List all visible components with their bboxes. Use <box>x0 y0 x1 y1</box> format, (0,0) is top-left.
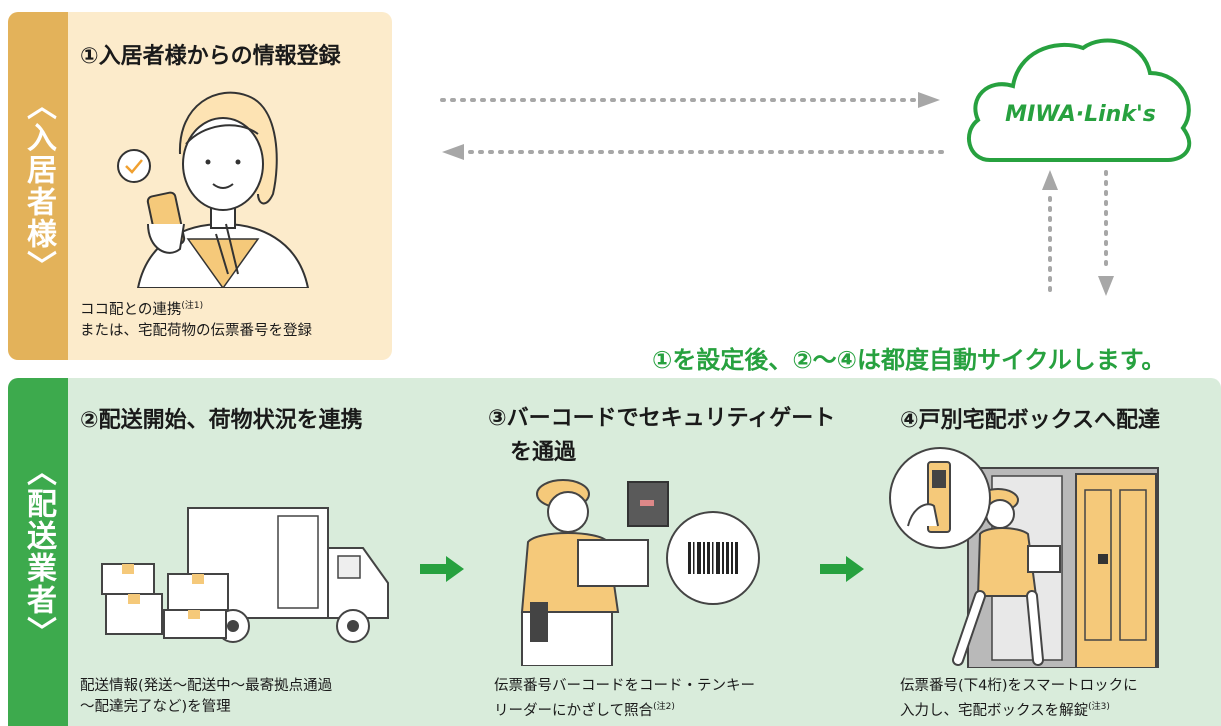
cloud-icon <box>967 38 1192 162</box>
resident-illustration <box>117 91 310 288</box>
step4-caption-line1: 伝票番号(下4桁)をスマートロックに <box>900 678 1138 694</box>
step2-caption-line1: 配送情報(発送〜配送中〜最寄拠点通過 <box>80 678 333 694</box>
step3-caption-note: (注2) <box>653 702 675 712</box>
resident-caption-line2: または、宅配荷物の伝票番号を登録 <box>80 322 312 339</box>
cloud-carrier-arrows <box>1042 170 1114 298</box>
resident-panel: ①入居者様からの情報登録 ココ配との連携(注1) または、宅配荷物の伝票番号を登… <box>68 12 392 360</box>
resident-side-label-bar: 〈入居者様〉 <box>8 12 68 360</box>
barcode-icon <box>688 542 738 574</box>
carrier-panel: ②配送開始、荷物状況を連携 配送情報(発送〜配送中〜最寄拠点通過 〜配達完了など… <box>68 378 1221 726</box>
step3-caption-line2: リーダーにかざして照合 <box>494 702 654 719</box>
step-arrow-2-3 <box>420 556 464 582</box>
carrier-side-label: 〈配送業者〉 <box>21 456 56 648</box>
step4-caption-note: (注3) <box>1088 702 1110 712</box>
arrow-to-resident-head <box>442 144 464 160</box>
step4-title: ④戸別宅配ボックスへ配達 <box>900 408 1160 433</box>
step4-caption-line2: 入力し、宅配ボックスを解錠 <box>900 702 1089 719</box>
resident-caption-line1: ココ配との連携 <box>80 301 182 318</box>
step4-caption: 伝票番号(下4桁)をスマートロックに 入力し、宅配ボックスを解錠(注3) <box>900 676 1138 722</box>
resident-caption: ココ配との連携(注1) または、宅配荷物の伝票番号を登録 <box>80 296 312 342</box>
delivery-box-illustration <box>889 447 1159 668</box>
step2-caption-line2: 〜配達完了など)を管理 <box>80 699 231 715</box>
arrow-up-head <box>1042 170 1058 190</box>
step3-caption-line1: 伝票番号バーコードをコード・テンキー <box>494 678 755 694</box>
auto-cycle-text: ①を設定後、②〜④は都度自動サイクルします。 <box>652 346 1166 374</box>
step2-title: ②配送開始、荷物状況を連携 <box>80 408 363 433</box>
cloud-logo-text: MIWA·Link's <box>1005 102 1156 127</box>
gate-illustration <box>520 479 760 666</box>
step3-caption: 伝票番号バーコードをコード・テンキー リーダーにかざして照合(注2) <box>494 676 755 722</box>
resident-caption-note: (注1) <box>181 301 204 311</box>
arrow-to-cloud-head <box>918 92 940 108</box>
carrier-side-label-bar: 〈配送業者〉 <box>8 378 68 726</box>
step-arrow-3-4 <box>820 556 864 582</box>
arrow-down-head <box>1098 276 1114 296</box>
step3-title: ③バーコードでセキュリティゲート を通過 <box>488 402 835 470</box>
step2-caption: 配送情報(発送〜配送中〜最寄拠点通過 〜配達完了など)を管理 <box>80 676 332 718</box>
resident-step-title: ①入居者様からの情報登録 <box>80 44 341 69</box>
miwa-links-cloud: MIWA·Link's <box>958 28 1203 168</box>
step3-title-line2: を通過 <box>510 440 577 465</box>
resident-cloud-arrows <box>440 92 947 160</box>
resident-side-label: 〈入居者様〉 <box>21 90 56 282</box>
step3-title-line1: ③バーコードでセキュリティゲート <box>488 406 836 431</box>
truck-illustration <box>101 507 389 643</box>
